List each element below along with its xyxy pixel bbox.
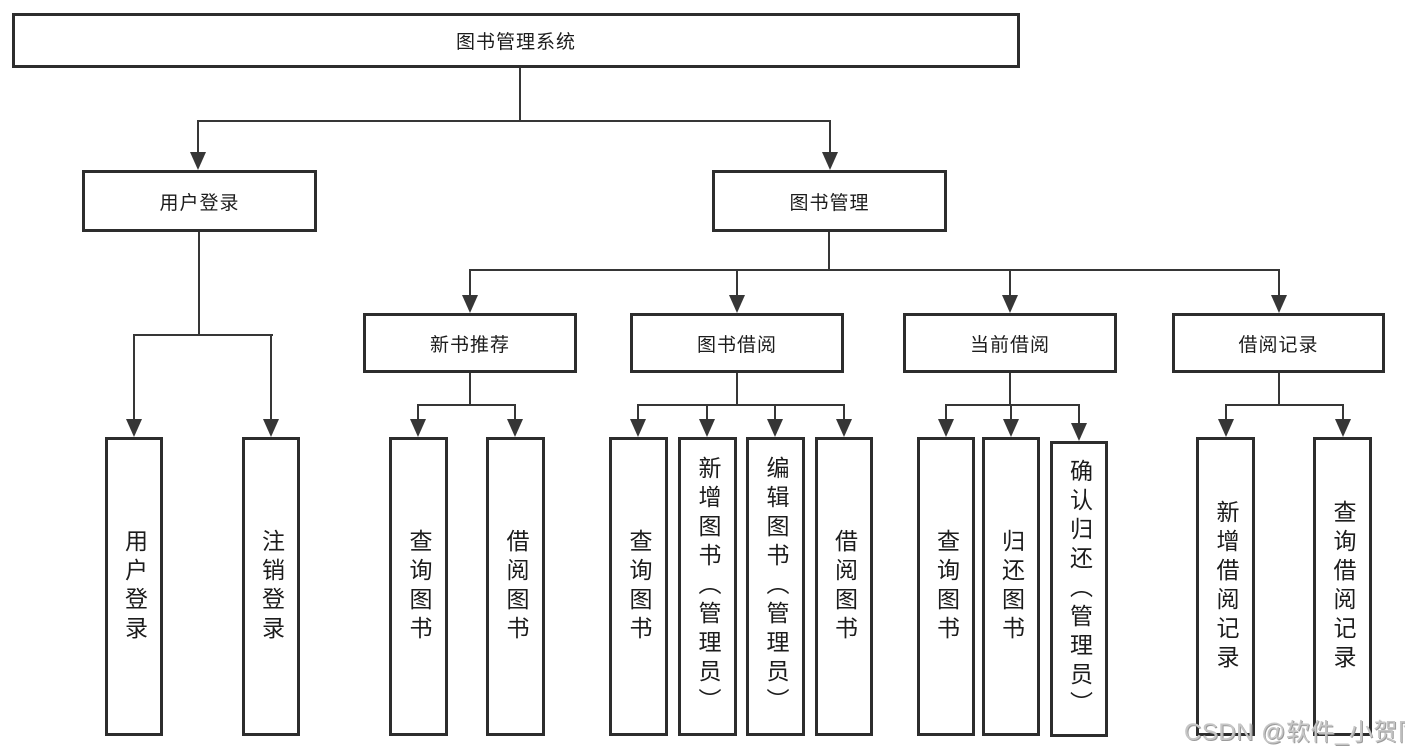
node-borrow-record: 借阅记录 [1172, 313, 1385, 373]
node-current-borrow-label: 当前借阅 [969, 334, 1050, 356]
connector-line [1225, 404, 1343, 406]
node-bb-add-book-label: 新增图书（管理员） [695, 456, 721, 717]
node-new-book-recommend-label: 新书推荐 [429, 334, 510, 356]
node-user-login-label: 用户登录 [159, 192, 240, 214]
arrow-down-icon [1071, 423, 1087, 441]
connector-line [133, 334, 273, 336]
node-bb-borrow-book: 借阅图书 [815, 437, 873, 736]
connector-line [1278, 373, 1280, 405]
connector-line [706, 404, 708, 425]
node-br-add-record-label: 新增借阅记录 [1213, 499, 1239, 674]
node-nbr-query-book: 查询图书 [389, 437, 448, 736]
connector-line [469, 269, 471, 301]
connector-line [1342, 404, 1344, 425]
node-logout-label: 注销登录 [258, 528, 285, 645]
node-login-label: 用户登录 [121, 528, 148, 645]
arrow-down-icon [263, 419, 279, 437]
arrow-down-icon [699, 419, 715, 437]
arrow-down-icon [767, 419, 783, 437]
node-login: 用户登录 [105, 437, 163, 736]
connector-line [736, 269, 738, 301]
node-br-query-record: 查询借阅记录 [1313, 437, 1372, 736]
connector-line [270, 334, 272, 425]
arrow-down-icon [729, 295, 745, 313]
node-cb-confirm-return: 确认归还（管理员） [1050, 441, 1108, 737]
node-cb-query-book-label: 查询图书 [933, 528, 960, 645]
node-nbr-query-book-label: 查询图书 [406, 528, 432, 645]
node-cb-return-book: 归还图书 [982, 437, 1040, 736]
connector-line [945, 404, 1080, 406]
node-nbr-borrow-book: 借阅图书 [486, 437, 545, 736]
connector-line [828, 232, 830, 270]
arrow-down-icon [1271, 295, 1287, 313]
connector-line [519, 68, 521, 121]
node-br-query-record-label: 查询借阅记录 [1330, 499, 1356, 674]
node-book-management-label: 图书管理 [789, 192, 870, 214]
node-cb-confirm-return-label: 确认归还（管理员） [1066, 458, 1093, 720]
node-current-borrow: 当前借阅 [903, 313, 1117, 373]
arrow-down-icon [1002, 295, 1018, 313]
node-book-borrow-label: 图书借阅 [696, 334, 777, 356]
node-new-book-recommend: 新书推荐 [363, 313, 577, 373]
connector-line [469, 269, 1280, 271]
arrow-down-icon [836, 419, 852, 437]
connector-line [1010, 404, 1012, 425]
arrow-down-icon [822, 152, 838, 170]
connector-line [1009, 269, 1011, 301]
node-book-borrow: 图书借阅 [630, 313, 844, 373]
node-borrow-record-label: 借阅记录 [1238, 334, 1319, 356]
node-cb-return-book-label: 归还图书 [998, 528, 1025, 645]
connector-line [417, 404, 516, 406]
connector-line [197, 120, 199, 158]
connector-line [1278, 269, 1280, 301]
node-br-add-record: 新增借阅记录 [1196, 437, 1255, 736]
arrow-down-icon [462, 295, 478, 313]
node-root: 图书管理系统 [12, 13, 1020, 68]
node-bb-add-book: 新增图书（管理员） [678, 437, 737, 736]
connector-line [133, 334, 135, 425]
arrow-down-icon [1335, 419, 1351, 437]
arrow-down-icon [410, 419, 426, 437]
connector-line [1078, 404, 1080, 429]
node-logout: 注销登录 [242, 437, 300, 736]
node-bb-edit-book-label: 编辑图书（管理员） [763, 456, 789, 717]
node-user-login: 用户登录 [82, 170, 317, 232]
connector-line [829, 120, 831, 158]
node-nbr-borrow-book-label: 借阅图书 [503, 528, 529, 645]
connector-line [1009, 373, 1011, 405]
connector-line [736, 373, 738, 405]
node-bb-query-book: 查询图书 [609, 437, 668, 736]
arrow-down-icon [1003, 419, 1019, 437]
connector-line [514, 404, 516, 425]
connector-line [197, 120, 831, 122]
connector-line [637, 404, 845, 406]
connector-line [417, 404, 419, 425]
connector-line [198, 232, 200, 335]
arrow-down-icon [1218, 419, 1234, 437]
connector-line [469, 373, 471, 405]
connector-line [843, 404, 845, 425]
arrow-down-icon [126, 419, 142, 437]
node-book-management: 图书管理 [712, 170, 947, 232]
arrow-down-icon [630, 419, 646, 437]
connector-line [637, 404, 639, 425]
arrow-down-icon [507, 419, 523, 437]
node-bb-borrow-book-label: 借阅图书 [831, 528, 858, 645]
connector-line [1225, 404, 1227, 425]
connector-line [945, 404, 947, 425]
node-cb-query-book: 查询图书 [917, 437, 975, 736]
arrow-down-icon [190, 152, 206, 170]
node-bb-query-book-label: 查询图书 [626, 528, 652, 645]
watermark: CSDN @软件_小贺同学 [1184, 719, 1405, 746]
node-bb-edit-book: 编辑图书（管理员） [746, 437, 805, 736]
node-root-label: 图书管理系统 [455, 32, 576, 53]
connector-line [774, 404, 776, 425]
arrow-down-icon [938, 419, 954, 437]
